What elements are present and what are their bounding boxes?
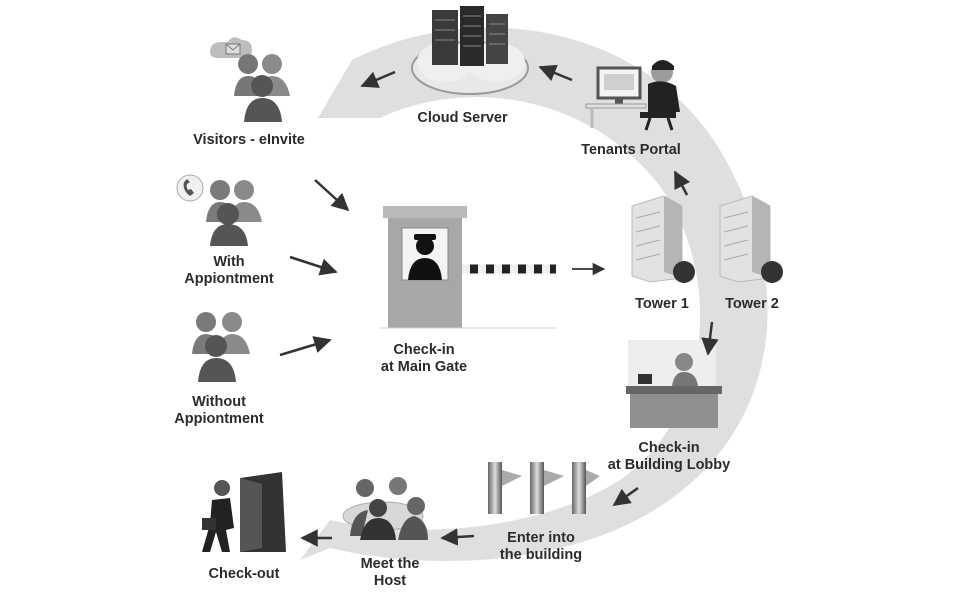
office-tower-icon xyxy=(631,195,783,283)
person-exit-door-icon xyxy=(202,472,286,552)
check-in-main-gate-label: Check-in at Main Gate xyxy=(380,342,468,375)
receptionist-desk-icon xyxy=(626,340,722,428)
visitors-einvite-label: Visitors - eInvite xyxy=(193,132,305,148)
visitor-group-icon xyxy=(192,312,250,382)
with-appointment-label: With Appiontment xyxy=(184,254,274,287)
meeting-group-icon xyxy=(342,477,428,540)
tenants-portal-label: Tenants Portal xyxy=(581,142,681,158)
tower-2-label: Tower 2 xyxy=(725,296,779,312)
visitor-group-phone-icon xyxy=(176,174,262,246)
cloud-server-icon xyxy=(411,6,529,95)
process-track xyxy=(300,27,768,562)
meet-host-label: Meet the Host xyxy=(360,556,420,589)
turnstile-gate-icon xyxy=(488,462,600,514)
tower-1-label: Tower 1 xyxy=(635,296,689,312)
enter-building-label: Enter into the building xyxy=(499,530,583,563)
guard-booth-barrier-icon xyxy=(380,206,556,329)
check-out-label: Check-out xyxy=(208,566,280,582)
without-appointment-label: Without Appiontment xyxy=(174,394,264,427)
cloud-server-label: Cloud Server xyxy=(417,110,508,126)
tenant-at-desk-icon xyxy=(585,60,680,131)
visitor-group-email-icon xyxy=(210,37,290,122)
check-in-lobby-label: Check-in at Building Lobby xyxy=(607,440,731,473)
flow-arrows xyxy=(279,64,719,547)
